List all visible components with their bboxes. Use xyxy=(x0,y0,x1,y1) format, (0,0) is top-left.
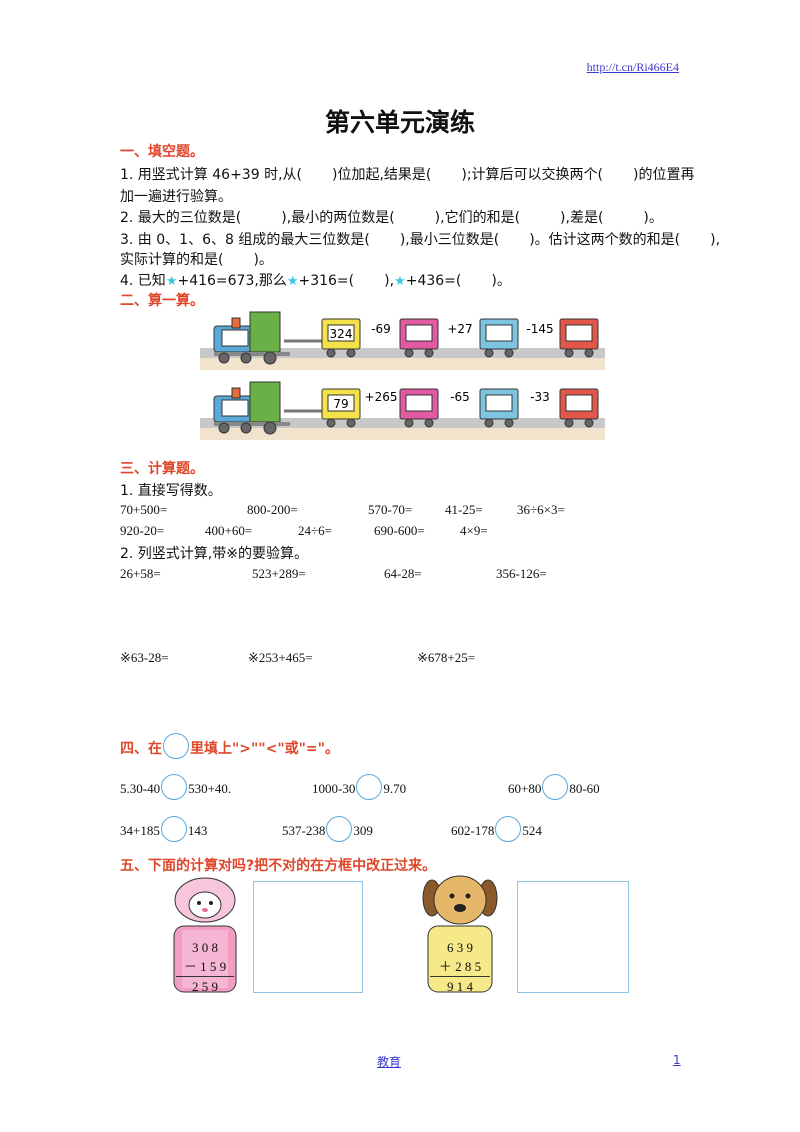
q1-line1: 1. 用竖式计算 46+39 时,从()位加起,结果是();计算后可以交换两个(… xyxy=(120,167,695,183)
footer-link[interactable]: 教育 xyxy=(377,1055,402,1069)
q1-line2: 加一遍进行验算。 xyxy=(120,189,232,205)
sub1-label: 1. 直接写得数。 xyxy=(120,483,222,499)
correction-box-1[interactable] xyxy=(253,881,363,993)
q3-line1: 3. 由 0、1、6、8 组成的最大三位数是(),最小三位数是()。估计这两个数… xyxy=(120,232,721,248)
compare-circle[interactable] xyxy=(326,816,353,842)
q4-line: 4. 已知★+416=673,那么★+316=(),★+436=()。 xyxy=(120,273,511,289)
section5-heading: 五、下面的计算对吗?把不对的在方框中改正过来。 xyxy=(120,858,437,874)
section1-heading: 一、填空题。 xyxy=(120,144,204,160)
calc2: 6 3 9 ＋ 2 8 5 9 1 4 xyxy=(430,938,490,996)
q3-line2: 实际计算的和是()。 xyxy=(120,252,273,268)
star-icon: ★ xyxy=(286,274,299,289)
circle-icon xyxy=(163,733,189,759)
expr: ※63-28= xyxy=(120,650,169,665)
train2-op3: -33 xyxy=(530,390,550,404)
compare-circle[interactable] xyxy=(495,816,522,842)
section4-heading: 四、在里填上">""<"或"="。 xyxy=(120,733,339,759)
dog-illustration xyxy=(422,875,498,993)
star-icon: ★ xyxy=(394,274,406,289)
section2-heading: 二、算一算。 xyxy=(120,293,204,309)
expr: 36÷6×3= xyxy=(517,502,565,517)
page-title: 第六单元演练 xyxy=(324,108,475,137)
page-number: 1 xyxy=(673,1053,681,1067)
expr: 800-200= xyxy=(247,502,298,517)
sheep-illustration xyxy=(173,877,237,993)
expr: 523+289= xyxy=(252,566,306,581)
train1-start-value: 324 xyxy=(330,327,353,341)
section3-heading: 三、计算题。 xyxy=(120,461,204,477)
source-url[interactable]: http://t.cn/Ri466E4 xyxy=(586,60,679,74)
train1-op1: -69 xyxy=(371,322,391,336)
compare-circle[interactable] xyxy=(160,816,187,842)
train2-op2: -65 xyxy=(450,390,470,404)
expr: 70+500= xyxy=(120,502,168,517)
expr: ※253+465= xyxy=(248,650,313,665)
correction-box-2[interactable] xyxy=(517,881,629,993)
train2-start-value: 79 xyxy=(333,397,348,411)
star-icon: ★ xyxy=(165,274,178,289)
train2-op1: +265 xyxy=(365,390,398,404)
train1-op2: +27 xyxy=(447,322,472,336)
expr: 64-28= xyxy=(384,566,422,581)
compare-circle[interactable] xyxy=(161,774,188,800)
expr: 570-70= xyxy=(368,502,413,517)
expr: 26+58= xyxy=(120,566,161,581)
q2-line: 2. 最大的三位数是(),最小的两位数是(),它们的和是(),差是()。 xyxy=(120,210,663,226)
compare-circle[interactable] xyxy=(542,774,569,800)
expr: 4×9= xyxy=(460,523,488,538)
calc1: 3 0 8 － 1 5 9 2 5 9 xyxy=(176,938,234,996)
expr: 920-20= xyxy=(120,523,165,538)
train1-op3: -145 xyxy=(526,322,553,336)
compare-circle[interactable] xyxy=(356,774,383,800)
expr: ※678+25= xyxy=(417,650,476,665)
sub2-label: 2. 列竖式计算,带※的要验算。 xyxy=(120,546,308,562)
expr: 24÷6= xyxy=(298,523,332,538)
expr: 400+60= xyxy=(205,523,253,538)
expr: 356-126= xyxy=(496,566,547,581)
expr: 41-25= xyxy=(445,502,483,517)
expr: 690-600= xyxy=(374,523,425,538)
train-illustration: 324 -69 +27 -145 79 +265 -65 -33 xyxy=(200,311,605,440)
